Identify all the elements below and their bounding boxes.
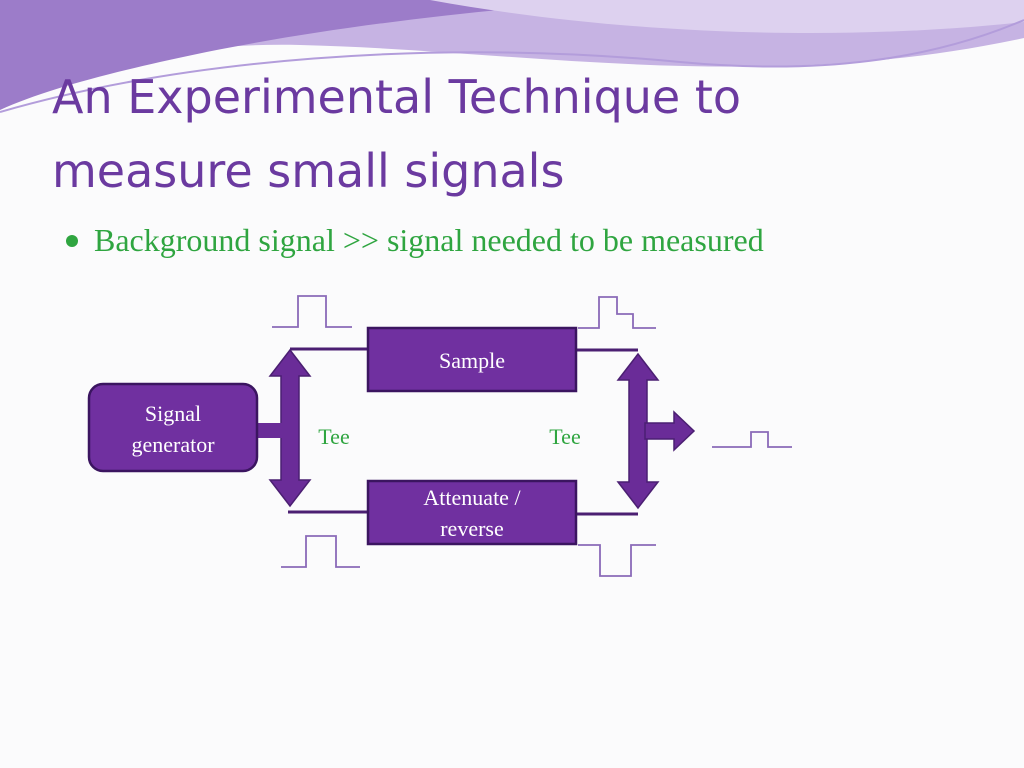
wires	[288, 347, 638, 516]
signal-generator-label-2: generator	[131, 432, 215, 457]
bullet-dot-icon	[66, 234, 78, 247]
bullet-text: Background signal >> signal needed to be…	[94, 222, 764, 258]
waveform-pulse-top-left	[272, 295, 352, 328]
attenuate-label-2: reverse	[440, 516, 504, 541]
title-line-2: measure small signals	[52, 144, 565, 198]
sample-label: Sample	[439, 348, 505, 373]
waveform-pulse-output	[712, 431, 792, 448]
waveform-pulse-top-right	[578, 296, 656, 329]
right-tee-arrow	[616, 352, 660, 510]
waveform-pulse-bottom-right	[578, 544, 656, 577]
sample-box	[366, 326, 578, 393]
bullet-item: Background signal >> signal needed to be…	[66, 222, 986, 259]
tee-left-label: Tee	[318, 424, 349, 449]
header-swoosh-light	[430, 0, 1024, 33]
attenuate-box	[366, 479, 578, 546]
left-tee-arrow	[268, 348, 312, 508]
header-swoosh-line	[0, 19, 1024, 113]
signal-generator-label-1: Signal	[145, 401, 201, 426]
waveforms	[272, 295, 792, 577]
output-arrow	[644, 410, 696, 452]
signal-generator-box	[87, 382, 259, 473]
attenuate-label-1: Attenuate /	[423, 485, 521, 510]
generator-connector	[255, 423, 285, 438]
waveform-pulse-bottom-left	[281, 535, 360, 568]
slide-title: An Experimental Technique to measure sma…	[52, 60, 992, 208]
title-line-1: An Experimental Technique to	[52, 70, 742, 124]
tee-right-label: Tee	[549, 424, 580, 449]
header-decoration	[0, 0, 1024, 113]
header-swoosh-front	[0, 0, 620, 110]
